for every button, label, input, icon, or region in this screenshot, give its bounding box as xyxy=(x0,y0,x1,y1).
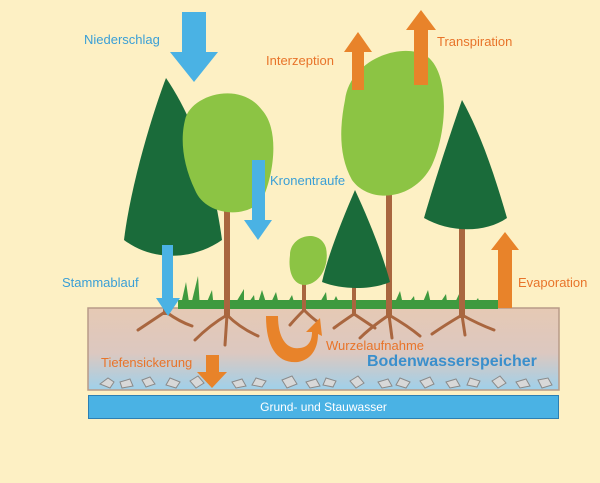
stones xyxy=(98,375,553,389)
label-bodenwasserspeicher: Bodenwasserspeicher xyxy=(367,353,537,370)
water-output-arrows xyxy=(197,10,519,388)
groundwater-band: Grund- und Stauwasser xyxy=(88,395,559,419)
kronentraufe-arrow xyxy=(244,160,272,240)
wurzelaufnahme-arrow xyxy=(266,316,322,363)
soil-layer xyxy=(87,307,560,391)
label-evaporation: Evaporation xyxy=(518,275,588,290)
broadleaf-trees xyxy=(182,50,444,285)
stammablauf-arrow xyxy=(156,245,180,316)
interzeption-arrow xyxy=(344,32,372,90)
label-transpiration: Transpiration xyxy=(437,34,513,49)
label-tiefensickerung: Tiefensickerung xyxy=(101,355,193,370)
label-niederschlag: Niederschlag xyxy=(84,32,160,47)
label-interzeption: Interzeption xyxy=(266,53,334,68)
roots xyxy=(136,308,496,347)
evaporation-arrow xyxy=(491,232,519,308)
label-stammablauf: Stammablauf xyxy=(62,275,139,290)
transpiration-arrow xyxy=(406,10,436,85)
label-kronentraufe: Kronentraufe xyxy=(270,173,346,188)
conifer-trees xyxy=(124,78,507,288)
tiefensickerung-arrow xyxy=(197,355,227,388)
label-wurzelaufnahme: Wurzelaufnahme xyxy=(326,338,425,353)
water-input-arrows xyxy=(156,12,272,316)
niederschlag-arrow xyxy=(170,12,218,82)
